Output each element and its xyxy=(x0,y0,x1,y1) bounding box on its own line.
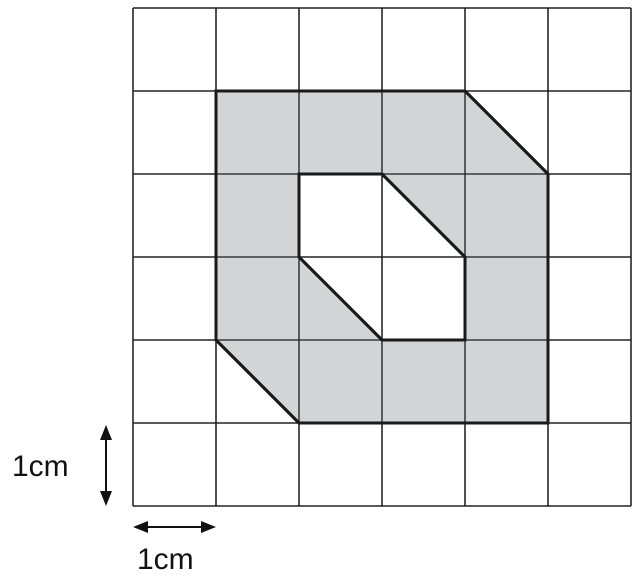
vertical-scale-label: 1cm xyxy=(12,450,69,483)
horizontal-scale-arrow xyxy=(133,521,216,533)
vertical-scale-arrow xyxy=(100,425,112,506)
horizontal-scale-label: 1cm xyxy=(137,543,194,576)
shape-outline xyxy=(214,89,550,425)
grid-overlay xyxy=(132,7,632,507)
